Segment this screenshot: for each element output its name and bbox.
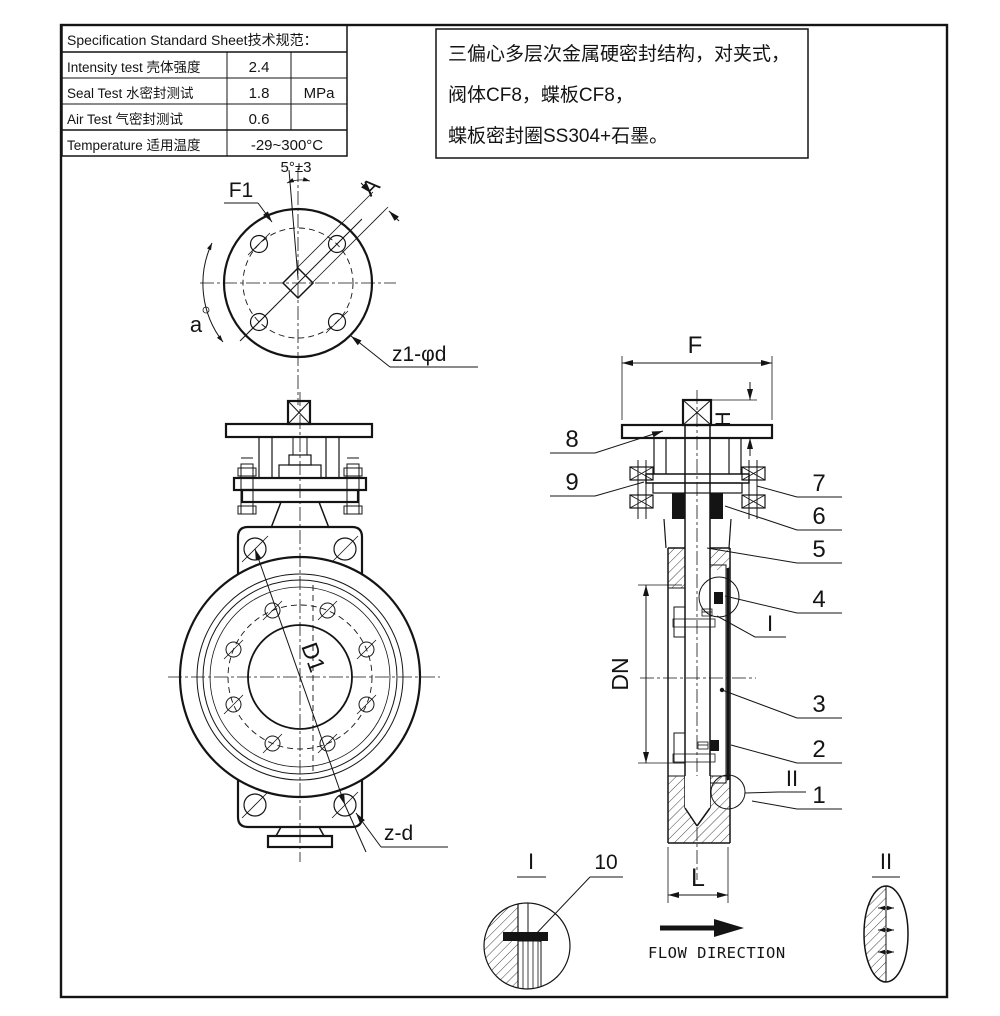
part-callout-4: 4 bbox=[724, 586, 842, 614]
detail-ii-title: II bbox=[880, 849, 892, 874]
part-callout-2: 2 bbox=[730, 736, 842, 764]
d1-dimension: D1 bbox=[254, 548, 367, 853]
detail-i-title: I bbox=[528, 849, 534, 874]
detail-ref-i: I bbox=[767, 611, 773, 636]
valve-body-section bbox=[667, 547, 731, 844]
part-label-8: 8 bbox=[565, 426, 578, 453]
bolt-pattern-label-front: z-d bbox=[384, 822, 413, 845]
detail-i-view: I 10 bbox=[483, 849, 623, 990]
part-callout-9: 9 bbox=[550, 469, 645, 497]
table-title: Specification Standard Sheet技术规范： bbox=[67, 32, 318, 48]
h-dimension: H bbox=[711, 382, 757, 456]
part-label-5: 5 bbox=[812, 536, 825, 563]
dn-dimension: DN bbox=[607, 584, 682, 764]
f-dimension: F bbox=[621, 332, 773, 420]
spec-row-label: Air Test 气密封测试 bbox=[67, 111, 184, 127]
f1-dimension: F1 bbox=[224, 179, 273, 223]
spec-row-label: Seal Test 水密封测试 bbox=[67, 85, 194, 101]
stem-square-outline bbox=[281, 266, 315, 300]
spec-row-value: 0.6 bbox=[249, 111, 270, 128]
part-callout-3: 3 bbox=[719, 687, 842, 719]
part-label-9: 9 bbox=[565, 469, 578, 496]
section-view: F H bbox=[550, 332, 842, 962]
part-label-7: 7 bbox=[812, 470, 825, 497]
drawing-border bbox=[59, 23, 949, 999]
packing-seal-left bbox=[672, 493, 685, 519]
notes-line-1: 三偏心多层次金属硬密封结构，对夹式， bbox=[448, 43, 790, 65]
laminated-seal-cap bbox=[503, 932, 548, 941]
detail-ref-ii-callout: II bbox=[744, 766, 806, 794]
part-label-1: 1 bbox=[812, 782, 825, 809]
taper-pin-lower bbox=[672, 753, 716, 763]
part-callout-8: 8 bbox=[550, 426, 664, 454]
dim-label-l: L bbox=[691, 864, 705, 892]
spec-row-value: 2.4 bbox=[249, 59, 270, 76]
actuator-mount bbox=[224, 399, 374, 529]
front-view: D1 z-d bbox=[168, 392, 448, 862]
flow-arrowhead bbox=[714, 919, 744, 937]
dim-label-dn: DN bbox=[607, 657, 633, 690]
spec-row-value: 1.8 bbox=[249, 85, 270, 102]
a-square-dimension: A bbox=[297, 172, 400, 283]
detail-ref-i-callout: I bbox=[716, 611, 786, 638]
spec-row-label: Intensity test 壳体强度 bbox=[67, 60, 201, 75]
detail-ii-circle bbox=[710, 774, 746, 810]
part-label-2: 2 bbox=[812, 736, 825, 763]
top-view: 5°±3 F1 A a z1-φd bbox=[190, 159, 478, 405]
gland-bolt-left bbox=[629, 460, 654, 519]
l-dimension: L bbox=[667, 847, 729, 903]
front-bolt-pattern-callout: z-d bbox=[355, 812, 448, 848]
top-bolt-pattern-callout: z1-φd bbox=[350, 335, 478, 368]
dim-label-d1: D1 bbox=[296, 639, 330, 676]
unit-label: MPa bbox=[304, 85, 336, 102]
dim-label-f: F bbox=[688, 332, 703, 359]
bolt-pattern-label-top: z1-φd bbox=[392, 343, 446, 366]
part-callout-7: 7 bbox=[756, 470, 842, 498]
notes-box: 三偏心多层次金属硬密封结构，对夹式， 阀体CF8，蝶板CF8， 蝶板密封圈SS3… bbox=[435, 28, 809, 159]
part-callout-5: 5 bbox=[706, 536, 842, 564]
part-callout-10: 10 bbox=[533, 851, 623, 937]
side-bolt-left bbox=[237, 457, 257, 515]
detail-ref-ii: II bbox=[786, 766, 798, 791]
temp-row-value: -29~300°C bbox=[251, 137, 323, 154]
dim-label-h: H bbox=[712, 411, 735, 426]
gland-bolt-right bbox=[741, 460, 766, 519]
spec-table: Specification Standard Sheet技术规范： Intens… bbox=[61, 24, 348, 157]
temp-row-label: Temperature 适用温度 bbox=[67, 138, 201, 153]
packing-seal-right bbox=[710, 493, 723, 519]
angle-label: 5°±3 bbox=[281, 159, 312, 176]
side-bolt-right bbox=[343, 457, 363, 515]
part-callout-6: 6 bbox=[724, 503, 842, 531]
packing-gland bbox=[629, 460, 766, 549]
notes-line-2: 阀体CF8，蝶板CF8， bbox=[448, 84, 634, 106]
flow-direction: FLOW DIRECTION bbox=[648, 919, 786, 962]
part-label-3: 3 bbox=[812, 691, 825, 718]
dim-label-f1: F1 bbox=[229, 179, 254, 202]
flow-direction-label: FLOW DIRECTION bbox=[648, 944, 786, 962]
rotation-label: a bbox=[190, 312, 203, 337]
notes-line-3: 蝶板密封圈SS304+石墨。 bbox=[448, 125, 668, 147]
part-label-10: 10 bbox=[594, 851, 617, 874]
part-label-4: 4 bbox=[812, 586, 825, 613]
taper-pin-upper bbox=[672, 618, 716, 628]
detail-ii-view: II bbox=[863, 849, 909, 983]
part-label-6: 6 bbox=[812, 503, 825, 530]
dim-label-a-square: A bbox=[357, 172, 385, 200]
part-callout-1: 1 bbox=[751, 782, 842, 810]
rotation-arc: a bbox=[190, 242, 224, 343]
